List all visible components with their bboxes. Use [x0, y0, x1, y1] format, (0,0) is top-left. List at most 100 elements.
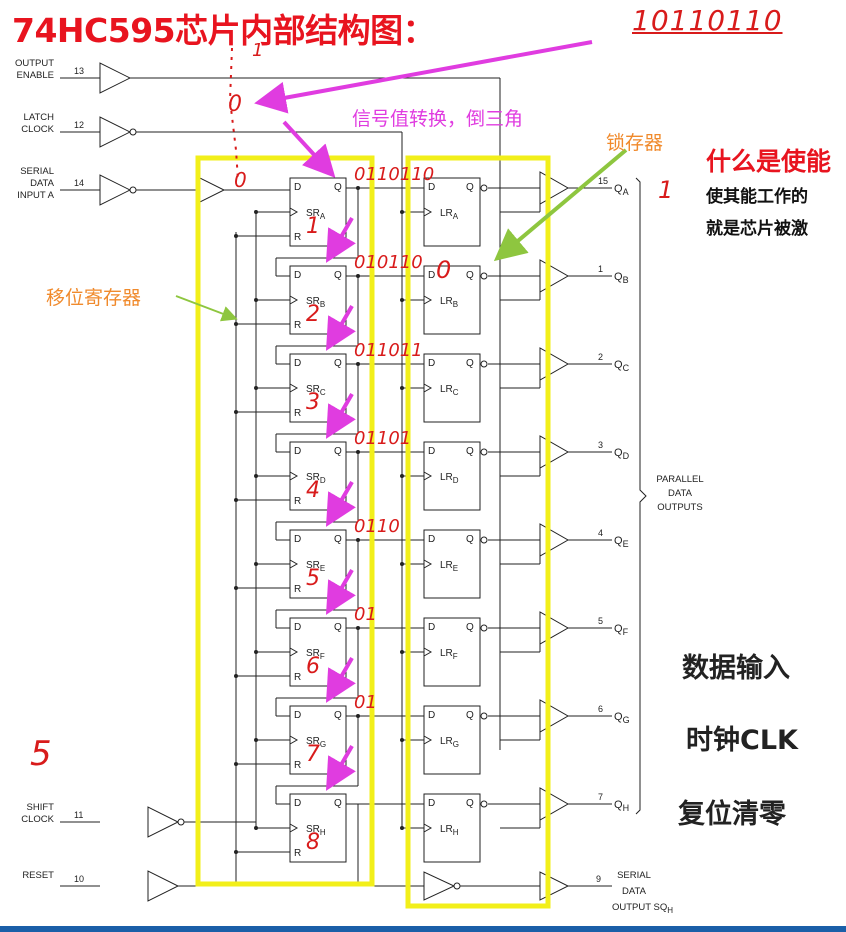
- junction: [400, 826, 404, 830]
- lr-bubble: [480, 712, 488, 720]
- latch-register-e: [423, 529, 481, 599]
- label-data-input: 数据输入: [682, 653, 790, 684]
- inverter-bubble: [129, 186, 137, 194]
- junction: [254, 650, 258, 654]
- lr-d-label: D: [428, 798, 435, 809]
- shift-register-b: [289, 265, 347, 335]
- lr-name-g: LRG: [440, 736, 459, 749]
- junction: [234, 762, 238, 766]
- arrow-shift-step: [325, 744, 356, 791]
- sqh-label: DATA: [622, 886, 647, 897]
- out-pin-h: 7: [598, 792, 603, 802]
- junction: [356, 450, 360, 454]
- lr-name-a: LRA: [440, 208, 459, 221]
- sqh-label: OUTPUT SQH: [612, 902, 673, 915]
- output-buffer-a: [539, 171, 570, 205]
- latch-register-a: [423, 177, 481, 247]
- out-pin-c: 2: [598, 352, 603, 362]
- junction: [234, 234, 238, 238]
- reset-label: RESET: [22, 870, 54, 881]
- handwritten-shift-state: 010110: [354, 252, 423, 273]
- lr-name-f: LRF: [440, 648, 458, 661]
- shift-clock-label: CLOCK: [21, 814, 54, 825]
- handwritten-shift-state: 01: [354, 604, 377, 625]
- buffer-triangle: [99, 116, 132, 148]
- sqh-inverter: [423, 871, 461, 901]
- junction: [234, 498, 238, 502]
- output-name-a: QA: [614, 183, 629, 197]
- sr-name-f: SRF: [306, 648, 325, 661]
- output-buffer-c: [539, 347, 570, 381]
- junction: [400, 738, 404, 742]
- reset-pin: 10: [74, 874, 84, 884]
- lr-q-label: Q: [466, 182, 474, 193]
- lr-q-label: Q: [466, 622, 474, 633]
- sr-d-label: D: [294, 182, 301, 193]
- stage-h: [234, 787, 570, 863]
- sr-q-label: Q: [334, 710, 342, 721]
- output-enable-buffer: [99, 62, 132, 94]
- latch-register-h: [423, 793, 481, 863]
- handwritten-sr-number: 1: [306, 214, 320, 239]
- lr-q-label: Q: [466, 446, 474, 457]
- sr-q-label: Q: [334, 534, 342, 545]
- sr-name-g: SRG: [306, 736, 326, 749]
- junction: [400, 298, 404, 302]
- junction: [254, 738, 258, 742]
- lr-bubble: [480, 448, 488, 456]
- output-name-c: QC: [614, 359, 630, 373]
- lr-d-label: D: [428, 534, 435, 545]
- latch-clock-label: CLOCK: [21, 124, 54, 135]
- sqh-label: SERIAL: [617, 870, 651, 881]
- lr-name-d: LRD: [440, 472, 459, 485]
- serial-buffer: [199, 177, 226, 203]
- annotation-value-convert: 信号值转换，倒三角: [352, 108, 524, 130]
- sr-d-label: D: [294, 534, 301, 545]
- lr-name-b: LRB: [440, 296, 458, 309]
- sr-d-label: D: [294, 622, 301, 633]
- inverter-bubble: [453, 882, 461, 890]
- lr-bubble: [480, 536, 488, 544]
- junction: [254, 474, 258, 478]
- latch-highlight: [405, 155, 551, 909]
- handwritten-lr-value: 0: [436, 256, 452, 284]
- sr-r-label: R: [294, 584, 301, 595]
- clock-edge-marker: [289, 471, 299, 481]
- side-text-line2: 就是芯片被激: [706, 219, 808, 239]
- bottom-bar: [0, 926, 846, 932]
- shift-clock-buffer: [147, 806, 185, 838]
- latch-clock-label: LATCH: [24, 112, 55, 123]
- arrow-shift-register: [175, 295, 238, 322]
- annotation-shift-register: 移位寄存器: [46, 287, 142, 309]
- arrow-shift-step: [325, 392, 356, 439]
- output-enable-pin: 13: [74, 66, 84, 76]
- arrow-bits-to-input: [254, 40, 593, 114]
- clock-edge-marker: [423, 735, 433, 745]
- sr-d-label: D: [294, 798, 301, 809]
- handwritten-shift-state: 01: [354, 692, 377, 713]
- sr-r-label: R: [294, 320, 301, 331]
- handwritten-shift-state: 011011: [354, 340, 423, 361]
- lr-q-label: Q: [466, 534, 474, 545]
- buffer-triangle: [423, 871, 456, 901]
- out-pin-f: 5: [598, 616, 603, 626]
- handwritten-sr-number: 2: [306, 302, 320, 327]
- sr-d-label: D: [294, 446, 301, 457]
- output-buffer-b: [539, 259, 570, 293]
- clock-edge-marker: [289, 735, 299, 745]
- junction: [356, 186, 360, 190]
- clock-edge-marker: [289, 559, 299, 569]
- handwritten-serial-zero: 0: [234, 168, 247, 192]
- output-name-f: QF: [614, 623, 629, 637]
- sr-r-label: R: [294, 672, 301, 683]
- reset-buffer: [147, 870, 180, 902]
- clock-edge-marker: [423, 823, 433, 833]
- lr-q-label: Q: [466, 270, 474, 281]
- stage-g: [234, 699, 570, 775]
- sr-q-label: Q: [334, 622, 342, 633]
- handwritten-sr-number: 6: [306, 654, 320, 679]
- serial-data-buffer: [99, 174, 137, 206]
- clock-edge-marker: [423, 471, 433, 481]
- sr-name-d: SRD: [306, 472, 326, 485]
- latch-register-g: [423, 705, 481, 775]
